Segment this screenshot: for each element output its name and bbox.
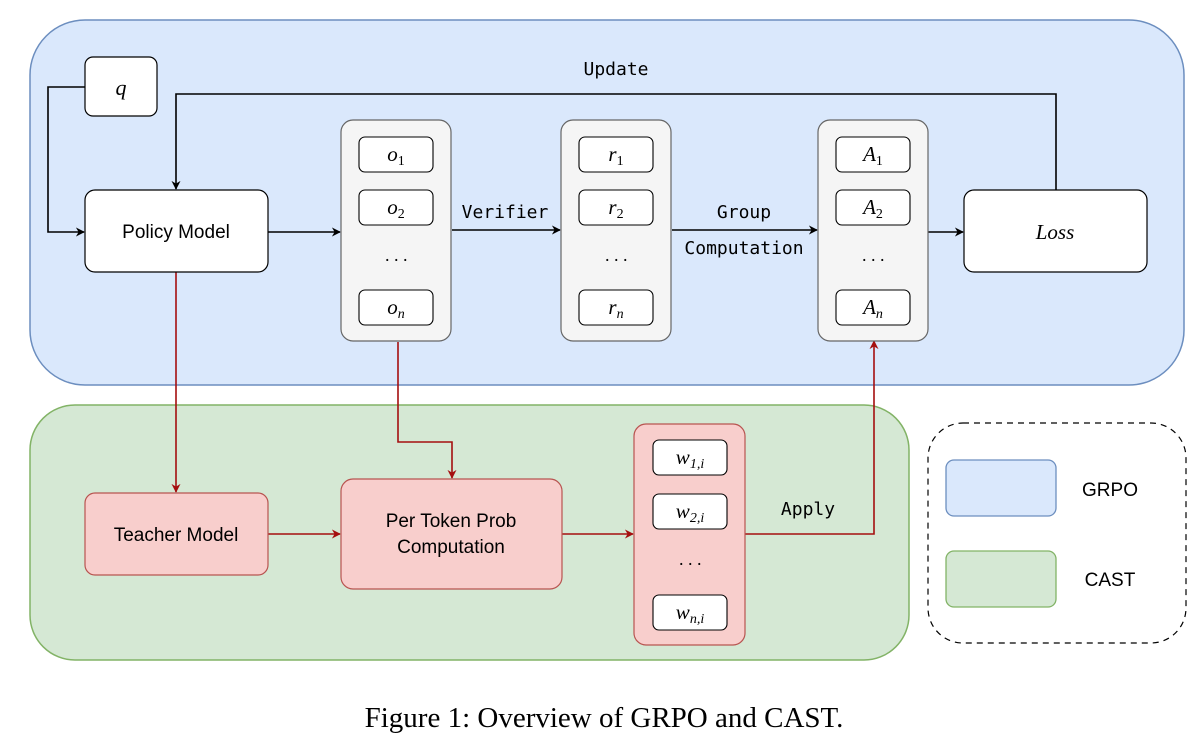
legend: GRPO CAST — [945, 459, 1138, 608]
advantages-ellipsis: · · · — [862, 250, 885, 270]
advantage-an: An — [835, 289, 911, 326]
svg-text:w1,i: w1,i — [676, 445, 705, 472]
update-arrow — [171, 93, 1057, 190]
output-o1: o1 — [358, 136, 434, 173]
q-to-policy-arrow — [47, 86, 85, 237]
apply-arrow — [745, 340, 879, 535]
svg-text:A1: A1 — [861, 142, 883, 169]
red-connectors — [171, 272, 879, 539]
weight-w2: w2,i — [652, 493, 728, 530]
svg-text:Per Token Prob: Per Token Prob — [386, 511, 517, 532]
figure-caption: Figure 1: Overview of GRPO and CAST. — [365, 702, 844, 734]
svg-text:CAST: CAST — [1085, 570, 1136, 591]
loss-node: Loss — [963, 189, 1148, 273]
svg-text:Policy Model: Policy Model — [122, 222, 230, 243]
outputs-to-pertoken-arrow — [397, 342, 457, 479]
rewards-group: r1 r2 · · · rn — [560, 119, 672, 342]
advantage-a2: A2 — [835, 189, 911, 226]
reward-r2: r2 — [578, 189, 654, 226]
weight-wn: wn,i — [652, 594, 728, 631]
output-o2: o2 — [358, 189, 434, 226]
svg-text:Teacher Model: Teacher Model — [114, 525, 239, 546]
outputs-group: o1 o2 · · · on — [340, 119, 452, 342]
teacher-model-node: Teacher Model — [84, 492, 269, 576]
legend-item-cast: CAST — [945, 550, 1136, 608]
svg-text:An: An — [861, 295, 883, 322]
svg-text:on: on — [387, 295, 405, 322]
svg-text:Computation: Computation — [397, 537, 505, 558]
advantages-group: A1 A2 · · · An — [817, 119, 929, 342]
group-label: Group — [717, 202, 771, 223]
reward-rn: rn — [578, 289, 654, 326]
computation-label: Computation — [684, 238, 803, 259]
output-on: on — [358, 289, 434, 326]
policy-model-node: Policy Model — [84, 189, 269, 273]
advantage-a1: A1 — [835, 136, 911, 173]
reward-r1: r1 — [578, 136, 654, 173]
weights-ellipsis: · · · — [679, 554, 702, 574]
svg-text:A2: A2 — [861, 195, 883, 222]
weights-group: w1,i w2,i · · · wn,i — [633, 423, 746, 646]
update-label: Update — [583, 59, 648, 80]
svg-text:GRPO: GRPO — [1082, 480, 1138, 501]
svg-text:Loss: Loss — [1035, 220, 1075, 244]
verifier-label: Verifier — [462, 202, 549, 223]
rewards-ellipsis: · · · — [605, 250, 628, 270]
outputs-ellipsis: · · · — [385, 250, 408, 270]
apply-label: Apply — [781, 499, 835, 520]
per-token-prob-node: Per Token Prob Computation — [340, 478, 563, 590]
legend-swatch-cast — [945, 550, 1057, 608]
svg-text:o1: o1 — [387, 142, 405, 169]
black-connectors — [47, 86, 1057, 237]
legend-box — [927, 422, 1187, 644]
svg-text:r2: r2 — [608, 195, 623, 222]
svg-text:r1: r1 — [608, 142, 623, 169]
svg-text:q: q — [116, 75, 127, 100]
legend-item-grpo: GRPO — [945, 459, 1138, 517]
weight-w1: w1,i — [652, 439, 728, 476]
svg-text:o2: o2 — [387, 195, 405, 222]
svg-text:w2,i: w2,i — [676, 499, 705, 526]
svg-text:rn: rn — [608, 295, 623, 322]
q-node: q — [84, 56, 158, 117]
legend-swatch-grpo — [945, 459, 1057, 517]
svg-text:wn,i: wn,i — [676, 600, 705, 627]
